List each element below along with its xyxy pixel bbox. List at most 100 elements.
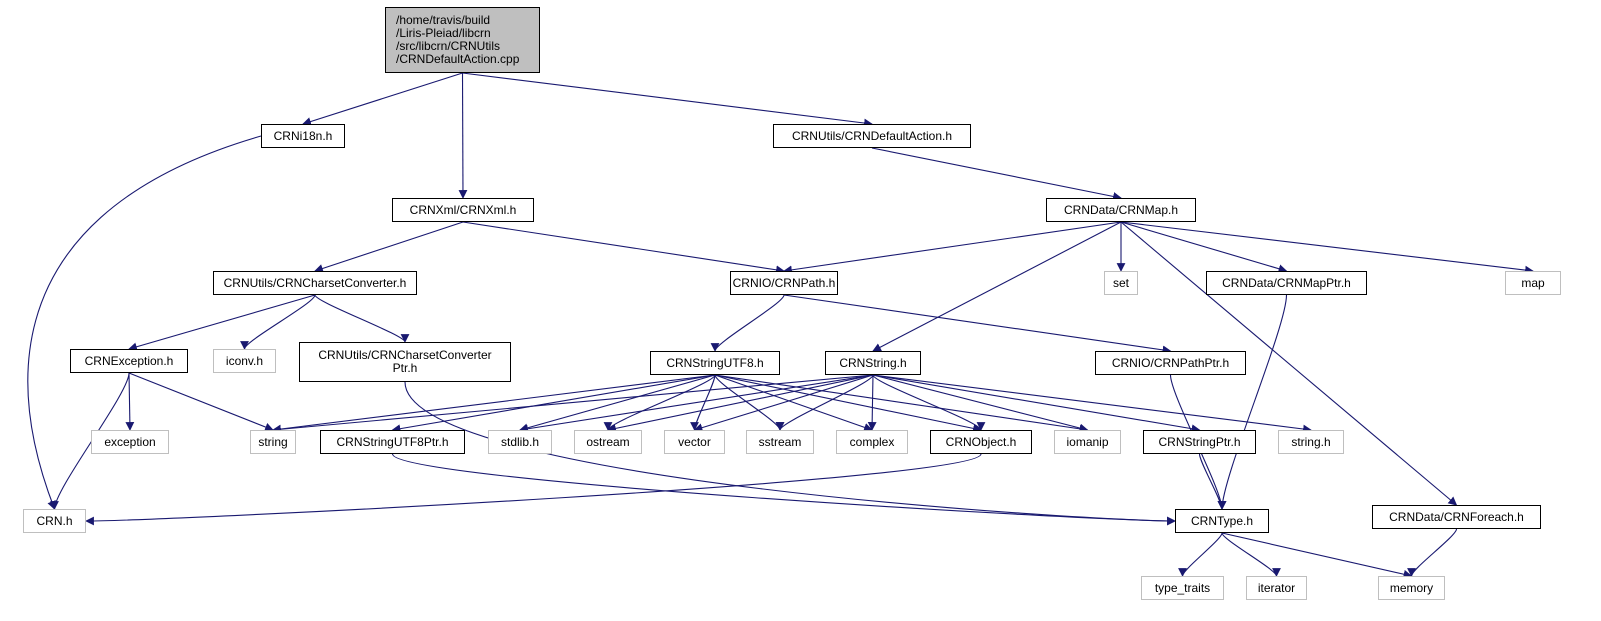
node-mapptr[interactable]: CRNData/CRNMapPtr.h — [1206, 271, 1367, 295]
edge-crntype-to-typetraits — [1178, 532, 1223, 577]
node-label: map — [1521, 275, 1545, 290]
node-label: string.h — [1291, 434, 1331, 449]
edge-crnstring-to-iomanip — [872, 374, 1089, 433]
node-pathptr[interactable]: CRNIO/CRNPathPtr.h — [1095, 351, 1246, 375]
edge-crnstring-to-ostream — [607, 374, 874, 433]
node-label: ostream — [586, 434, 630, 449]
node-label: CRNStringPtr.h — [1158, 434, 1241, 449]
node-label: CRNUtils/CRNDefaultAction.h — [791, 128, 953, 143]
edge-crnpath-to-pathptr — [783, 294, 1172, 355]
node-label: CRN.h — [36, 513, 73, 528]
node-label: iterator — [1257, 580, 1296, 595]
node-label: CRNObject.h — [945, 434, 1017, 449]
node-label: CRNData/CRNForeach.h — [1389, 509, 1524, 524]
node-crnmap[interactable]: CRNData/CRNMap.h — [1046, 198, 1196, 222]
node-crnpath[interactable]: CRNIO/CRNPath.h — [730, 271, 838, 295]
edge-crntype-to-memory — [1221, 532, 1413, 579]
node-iconv: iconv.h — [213, 349, 276, 373]
node-label: /home/travis/build /Liris-Pleiad/libcrn … — [396, 13, 520, 66]
edge-crnexception-to-string — [128, 372, 274, 432]
node-crnxml[interactable]: CRNXml/CRNXml.h — [392, 198, 534, 222]
node-crntype[interactable]: CRNType.h — [1175, 509, 1269, 533]
node-label: iomanip — [1066, 434, 1109, 449]
edge-root-to-crnxml — [458, 72, 468, 199]
edge-crnstring-to-sstream — [775, 374, 874, 431]
edge-crnstring-to-vector — [693, 374, 874, 432]
edge-stringutf8-to-iomanip — [714, 374, 1089, 434]
node-label: CRNType.h — [1190, 513, 1254, 528]
edge-crnmap-to-map — [1120, 221, 1534, 275]
node-crnexception[interactable]: CRNException.h — [70, 349, 188, 373]
edge-charsetconv-to-charsetconvptr — [314, 294, 410, 343]
edge-crnstring-to-crnobject — [872, 374, 986, 431]
node-label: CRNIO/CRNPath.h — [732, 275, 836, 290]
edge-crnpath-to-stringutf8 — [710, 294, 785, 352]
node-complex: complex — [836, 430, 908, 454]
node-label: CRNi18n.h — [273, 128, 333, 143]
node-stdlib: stdlib.h — [488, 430, 552, 454]
node-iomanip: iomanip — [1054, 430, 1121, 454]
node-crnstring[interactable]: CRNString.h — [825, 351, 921, 375]
node-label: CRNData/CRNMap.h — [1063, 202, 1179, 217]
node-label: sstream — [758, 434, 802, 449]
node-label: CRNIO/CRNPathPtr.h — [1111, 355, 1230, 370]
edge-crnmap-to-crnpath — [783, 221, 1122, 275]
node-charsetconv[interactable]: CRNUtils/CRNCharsetConverter.h — [213, 271, 417, 295]
node-crnobject[interactable]: CRNObject.h — [930, 430, 1032, 454]
edge-crnobject-to-crnh — [85, 453, 982, 526]
edge-root-to-defaultactionh — [462, 72, 873, 128]
node-label: CRNUtils/CRNCharsetConverter.h — [223, 275, 407, 290]
edge-foreach-to-memory — [1407, 528, 1458, 577]
node-label: type_traits — [1154, 580, 1211, 595]
node-label: iconv.h — [225, 353, 264, 368]
node-set: set — [1104, 271, 1138, 295]
node-foreach[interactable]: CRNData/CRNForeach.h — [1372, 505, 1541, 529]
node-stringptr[interactable]: CRNStringPtr.h — [1143, 430, 1256, 454]
edge-stringutf8-to-utf8ptr — [391, 374, 716, 434]
node-root[interactable]: /home/travis/build /Liris-Pleiad/libcrn … — [385, 7, 540, 73]
node-ostream: ostream — [574, 430, 642, 454]
node-string: string — [250, 430, 296, 454]
node-crni18n[interactable]: CRNi18n.h — [261, 124, 345, 148]
edge-crni18n-to-crnh — [27, 135, 262, 510]
node-label: CRNUtils/CRNCharsetConverter Ptr.h — [318, 348, 492, 375]
node-typetraits: type_traits — [1141, 576, 1224, 600]
edge-crnxml-to-crnpath — [462, 221, 785, 275]
edge-charsetconv-to-iconv — [240, 294, 316, 350]
node-defaultactionh[interactable]: CRNUtils/CRNDefaultAction.h — [773, 124, 971, 148]
edge-crnstring-to-stringh — [872, 374, 1312, 434]
node-vector: vector — [664, 430, 725, 454]
node-label: exception — [104, 434, 156, 449]
node-utf8ptr[interactable]: CRNStringUTF8Ptr.h — [320, 430, 465, 454]
node-label: CRNStringUTF8Ptr.h — [336, 434, 449, 449]
edge-crntype-to-iterator — [1221, 532, 1281, 577]
edge-stringptr-to-crntype — [1198, 453, 1227, 510]
edge-stringutf8-to-stdlib — [519, 374, 716, 433]
edge-crnexception-to-exception — [125, 372, 135, 431]
edge-crnstring-to-complex — [867, 374, 877, 431]
node-stringutf8[interactable]: CRNStringUTF8.h — [650, 351, 780, 375]
edge-stringutf8-to-string — [272, 374, 716, 434]
node-memory: memory — [1378, 576, 1445, 600]
node-label: set — [1112, 275, 1129, 290]
node-label: complex — [849, 434, 895, 449]
node-charsetconvptr[interactable]: CRNUtils/CRNCharsetConverter Ptr.h — [299, 342, 511, 382]
edge-crnstring-to-string — [272, 374, 874, 434]
node-label: CRNException.h — [84, 353, 174, 368]
edge-charsetconv-to-crnexception — [128, 294, 316, 352]
node-label: CRNStringUTF8.h — [666, 355, 764, 370]
edge-crnmap-to-mapptr — [1120, 221, 1288, 273]
edge-stringutf8-to-crnobject — [714, 374, 982, 433]
edge-crnstring-to-stringptr — [872, 374, 1201, 434]
edge-crnstring-to-stdlib — [519, 374, 874, 434]
node-label: CRNXml/CRNXml.h — [409, 202, 517, 217]
edge-utf8ptr-to-crntype — [391, 453, 1176, 526]
node-iterator: iterator — [1246, 576, 1307, 600]
node-label: memory — [1389, 580, 1434, 595]
node-exception: exception — [91, 430, 169, 454]
edge-crnxml-to-charsetconv — [314, 221, 464, 273]
node-label: CRNString.h — [839, 355, 907, 370]
node-label: stdlib.h — [500, 434, 540, 449]
